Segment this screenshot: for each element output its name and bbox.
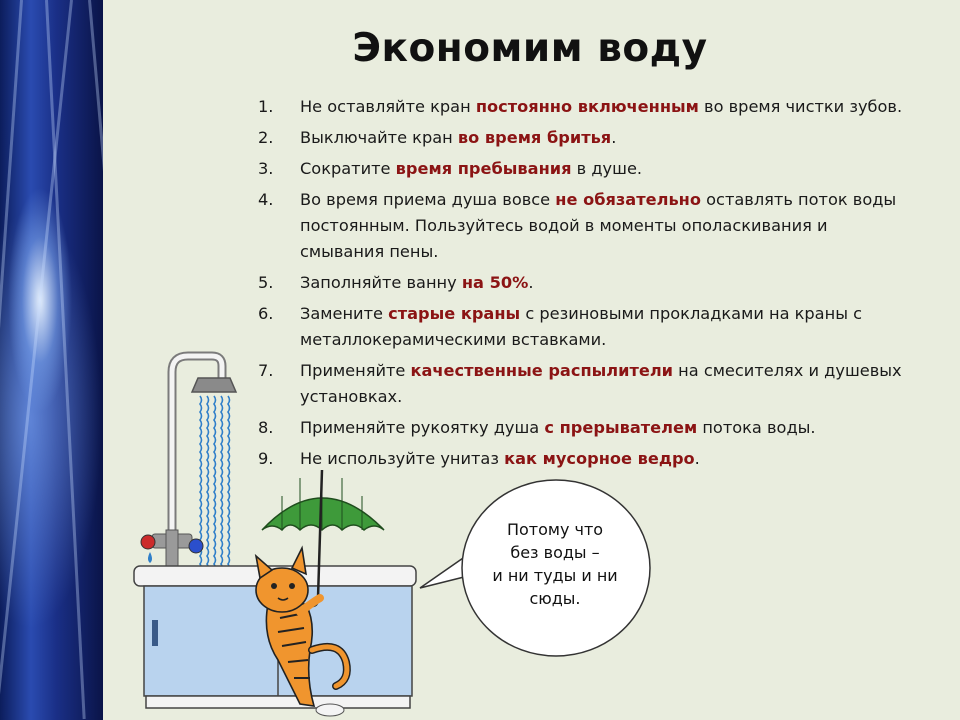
decorative-sidebar [0,0,103,720]
highlighted-text: с прерывателем [544,418,698,437]
list-item: 5. Заполняйте ванну на 50%. [258,270,908,296]
list-item-number: 5. [258,273,274,292]
water-stream [227,395,231,573]
list-item: 6. Замените старые краны с резиновыми про… [258,301,908,353]
list-item: 9. Не используйте унитаз как мусорное вед… [258,446,908,472]
shower-icon [140,351,238,573]
text-segment: Не оставляйте кран [300,97,476,116]
speech-bubble-line: и ни туды и ни [492,566,618,585]
text-segment: . [694,449,700,468]
water-stream [220,395,224,573]
list-item-text: Заполняйте ванну на 50%. [300,270,908,296]
text-segment: Выключайте кран [300,128,458,147]
list-item-number: 8. [258,418,274,437]
list-item-number: 2. [258,128,274,147]
text-segment: . [528,273,534,292]
highlighted-text: не обязательно [555,190,701,209]
list-item-number: 4. [258,190,274,209]
speech-bubble-icon [419,479,651,657]
list-item-text: Применяйте качественные распылители на с… [300,358,908,410]
highlighted-text: постоянно включенным [475,97,699,116]
water-stream [206,395,210,573]
highlighted-text: качественные распылители [410,361,674,380]
text-segment: Применяйте рукоятку душа [300,418,545,437]
list-item-text: Во время приема душа вовсе не обязательн… [300,187,908,265]
text-segment: Не используйте унитаз [300,449,505,468]
list-item: 8. Применяйте рукоятку душа с прерывателе… [258,415,908,441]
text-segment: Замените [300,304,389,323]
list-item: 2. Выключайте кран во время бритья. [258,125,908,151]
list-item-text: Сократите время пребывания в душе. [300,156,908,182]
highlighted-text: старые краны [388,304,521,323]
text-segment: в душе. [571,159,643,178]
list-item: 7. Применяйте качественные распылители на… [258,358,908,410]
text-segment: Сократите [300,159,396,178]
text-segment: . [611,128,617,147]
text-segment: Заполняйте ванну [300,273,462,292]
text-segment: оставлять поток воды постоянным. Пользуй… [300,190,897,261]
text-segment: на смесителях и душевых установках. [300,361,902,406]
water-stream [213,395,217,573]
text-segment: Во время приема душа вовсе [300,190,556,209]
text-segment: Применяйте [300,361,411,380]
tips-list: 1. Не оставляйте кран постоянно включенны… [258,94,908,477]
list-item-number: 1. [258,97,274,116]
page-title: Экономим воду [352,26,708,71]
list-item: 4. Во время приема душа вовсе не обязател… [258,187,908,265]
text-segment: потока воды. [697,418,816,437]
list-item-text: Выключайте кран во время бритья. [300,125,908,151]
highlighted-text: как мусорное ведро [504,449,695,468]
highlighted-text: во время бритья [457,128,612,147]
highlighted-text: на 50% [461,273,529,292]
list-item-text: Замените старые краны с резиновыми прокл… [300,301,908,353]
text-segment: с резиновыми прокладками на краны с мета… [300,304,863,349]
list-item-text: Применяйте рукоятку душа с прерывателем … [300,415,908,441]
speech-bubble-text: Потому что без воды – и ни туды и ни сюды. [480,518,630,610]
speech-bubble-line: сюды. [529,589,581,608]
list-item-number: 9. [258,449,274,468]
list-item-number: 3. [258,159,274,178]
cat-icon [254,545,351,717]
list-item: 3. Сократите время пребывания в душе. [258,156,908,182]
text-segment: во время чистки зубов. [698,97,903,116]
speech-bubble-line: Потому что [506,520,604,539]
list-item: 1. Не оставляйте кран постоянно включенны… [258,94,908,120]
umbrella-icon [261,469,385,608]
list-item-text: Не используйте унитаз как мусорное ведро… [300,446,908,472]
list-item-number: 7. [258,361,274,380]
list-item-number: 6. [258,304,274,323]
highlighted-text: время пребывания [395,159,572,178]
list-item-text: Не оставляйте кран постоянно включенным … [300,94,908,120]
speech-bubble-line: без воды – [510,543,600,562]
